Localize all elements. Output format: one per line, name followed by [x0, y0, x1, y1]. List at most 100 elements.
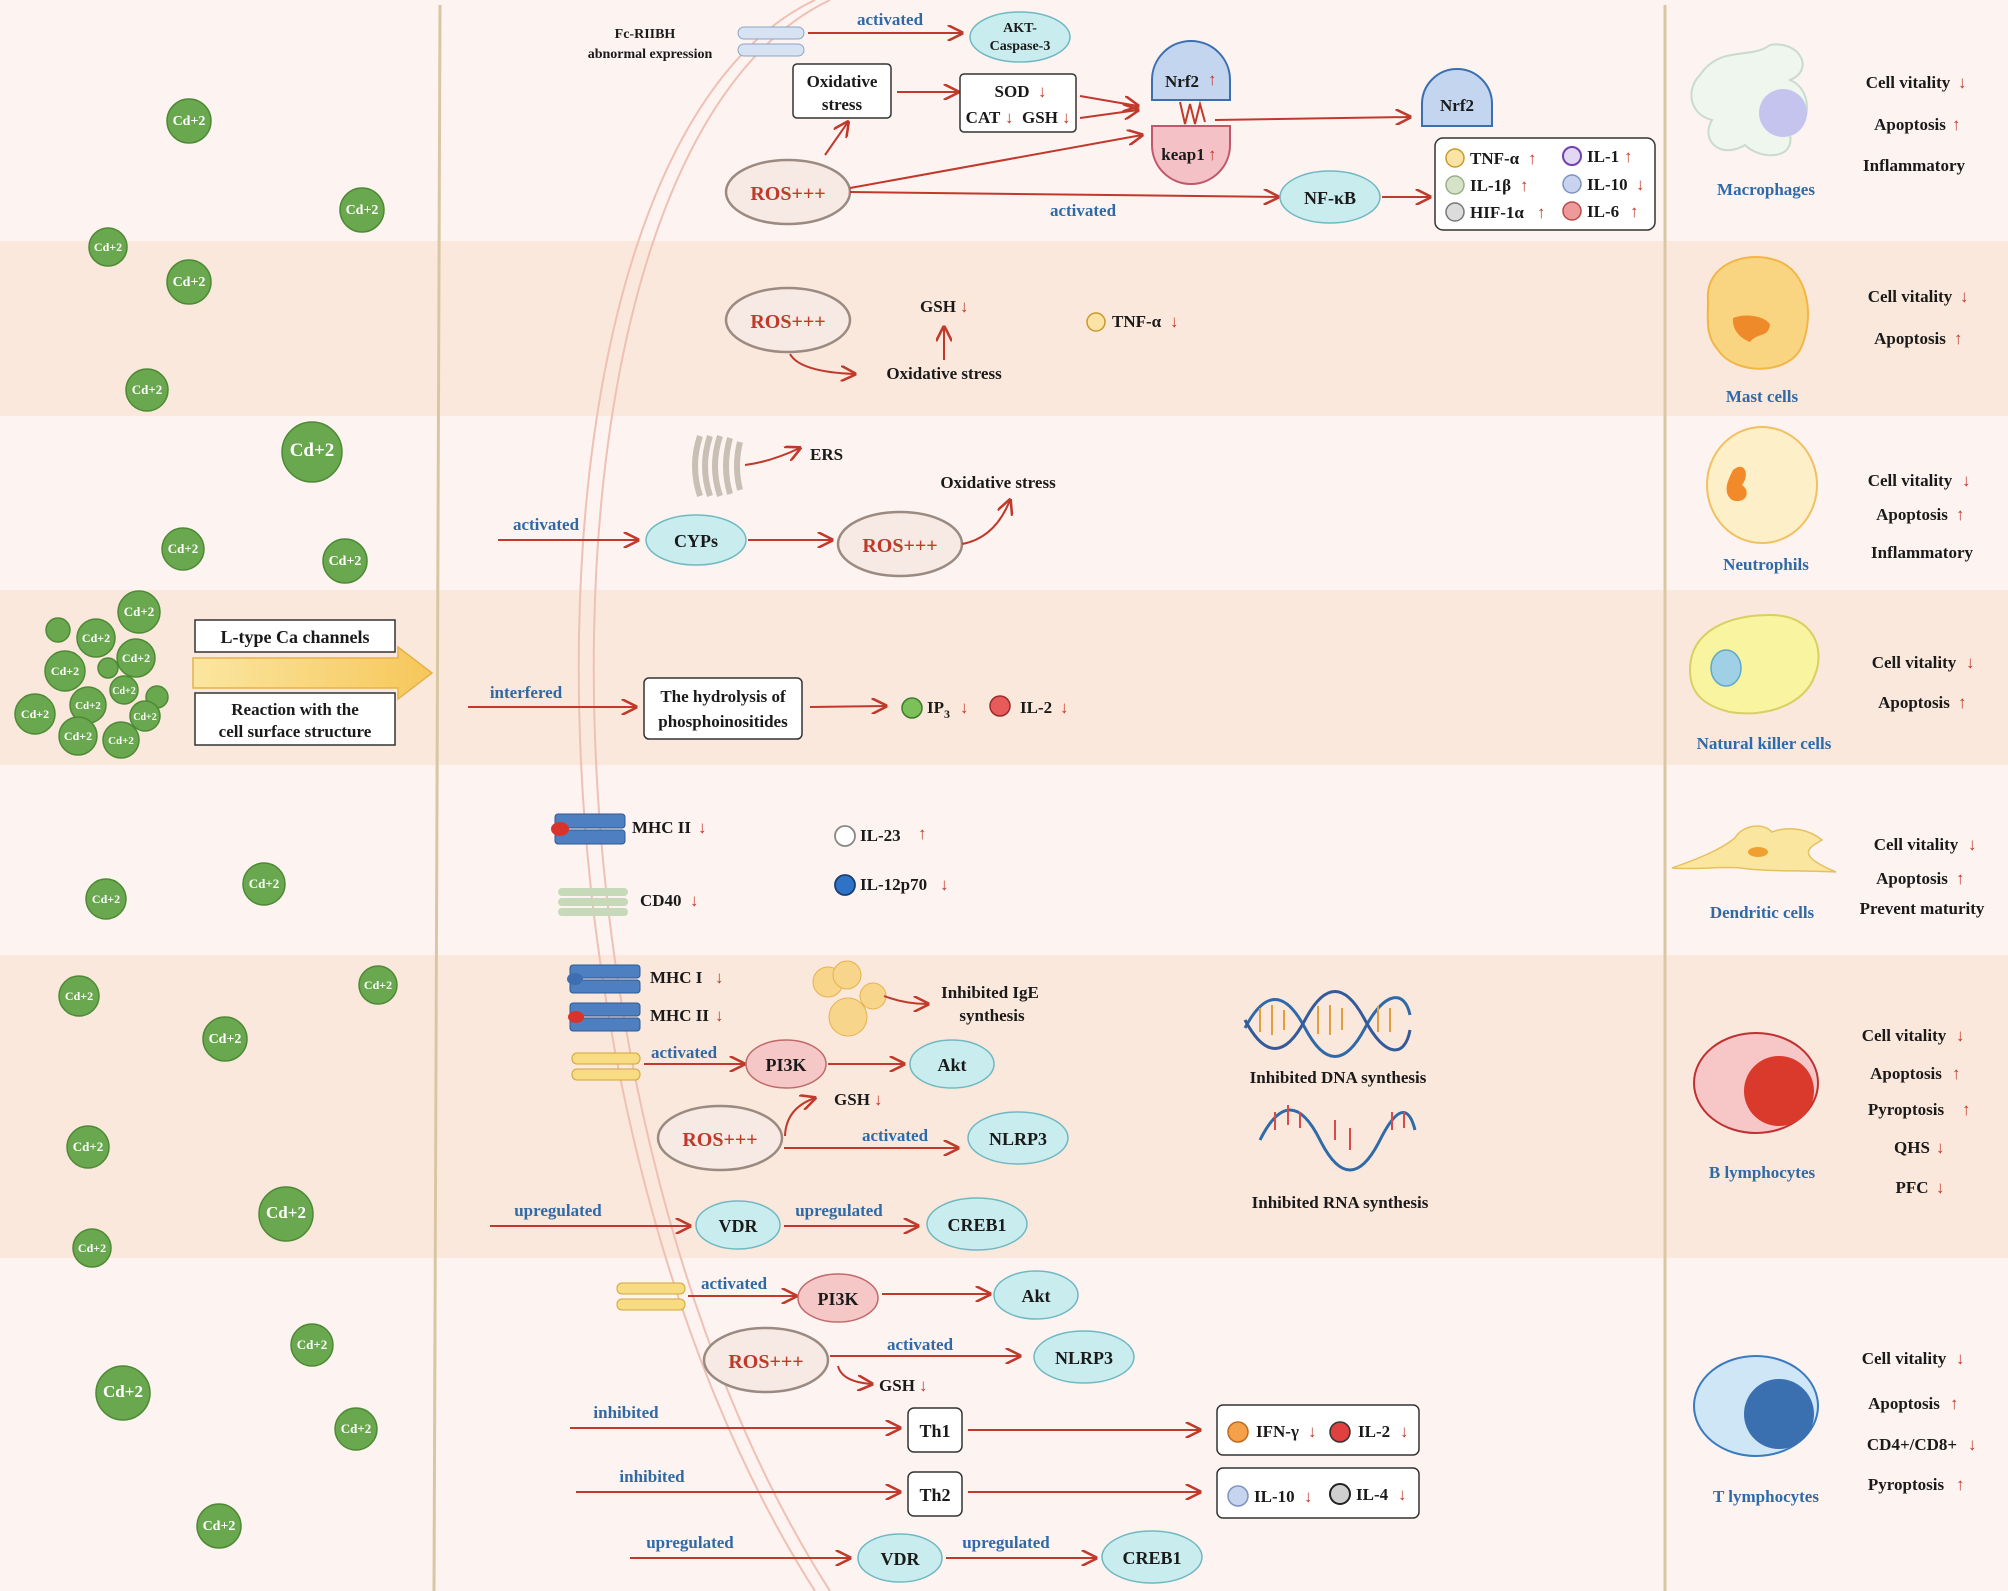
- gsh-down-t: ↓: [919, 1376, 928, 1395]
- il2-label-nk: IL-2: [1020, 698, 1052, 717]
- il12-dot: [834, 874, 856, 896]
- cadmium-particle: [97, 657, 119, 679]
- cadmium-label: Cd+2: [82, 631, 110, 645]
- cat-label: CAT: [966, 108, 1001, 127]
- cyt-tnf: TNF-α: [1470, 149, 1520, 168]
- cadmium-particle: [109, 675, 139, 705]
- b-cell-nucleus: [1744, 1056, 1814, 1126]
- ros-label-neut: ROS+++: [862, 535, 937, 557]
- channel-t-top: [616, 1282, 686, 1295]
- fc-receptor-top: [737, 26, 805, 40]
- cadmium-particle: [358, 965, 398, 1005]
- inhibited-label-th2: inhibited: [619, 1467, 685, 1486]
- b-effect-1-arrow: ↓: [1956, 1026, 1965, 1045]
- cadmium-label: Cd+2: [203, 1519, 236, 1534]
- gsh-down-b: ↓: [874, 1090, 883, 1109]
- tnf-down-mast: ↓: [1170, 312, 1179, 331]
- creb-label-b: CREB1: [947, 1215, 1006, 1235]
- cadmium-particle: [76, 618, 116, 658]
- activated-label-b-pi3k: activated: [651, 1043, 718, 1062]
- vdr-label-b: VDR: [719, 1216, 759, 1236]
- neut-effect-2-arrow: ↑: [1956, 505, 1965, 524]
- dna-label: Inhibited DNA synthesis: [1250, 1068, 1427, 1087]
- cat-down: ↓: [1005, 108, 1014, 127]
- cadmium-label: Cd+2: [168, 541, 199, 556]
- cadmium-label: Cd+2: [112, 686, 135, 697]
- cadmium-label: Cd+2: [346, 203, 379, 218]
- nlrp3-node-t: [1033, 1330, 1135, 1384]
- activated-label-nlrp3-b: activated: [862, 1126, 929, 1145]
- cadmium-particle: [44, 650, 86, 692]
- interfered-label: interfered: [490, 683, 563, 702]
- mhc2-dc-bottom: [554, 829, 626, 845]
- mhc2-b-top: [569, 1002, 641, 1017]
- il10-label-t: IL-10: [1254, 1487, 1295, 1506]
- cadmium-label: Cd+2: [65, 989, 93, 1003]
- th2-box: [907, 1471, 963, 1517]
- cyt-il1b: IL-1β: [1470, 176, 1511, 195]
- cytokine-box-mac: [1434, 137, 1656, 231]
- nk-nucleus: [1710, 649, 1742, 687]
- il1-dot: [1562, 146, 1582, 166]
- upregulated-label-t-1: upregulated: [646, 1533, 734, 1552]
- t-effect-1: Cell vitality: [1862, 1349, 1947, 1368]
- membrane-curve-outer: [577, 0, 816, 1591]
- ifn-down: ↓: [1308, 1422, 1317, 1441]
- b-effect-5-arrow: ↓: [1936, 1178, 1945, 1197]
- ip3-subscript: 3: [944, 707, 950, 721]
- mac-effect-2-arrow: ↑: [1952, 115, 1961, 134]
- cyt-il1: IL-1: [1587, 147, 1619, 166]
- il10-down-t: ↓: [1304, 1487, 1313, 1506]
- cadmium-particles: Cd+2Cd+2Cd+2Cd+2Cd+2Cd+2Cd+2Cd+2Cd+2Cd+2…: [14, 98, 398, 1549]
- creb-label-t: CREB1: [1122, 1548, 1181, 1568]
- arrow-cat-nrf2: [1079, 110, 1138, 118]
- ros-node-mast: [724, 286, 852, 354]
- nk-cell-icon: [1688, 613, 1820, 715]
- cadmium-particle: [116, 638, 156, 678]
- arrow-ros-keap1: [849, 135, 1142, 189]
- il2-down-nk: ↓: [1060, 698, 1069, 717]
- arrow-ros-ox-neut: [961, 500, 1010, 545]
- nrf2-up: ↑: [1208, 70, 1217, 89]
- activated-label-nlrp3-t: activated: [887, 1335, 954, 1354]
- hif-dot: [1445, 202, 1465, 222]
- cadmium-particle: [322, 538, 368, 584]
- il12-label: IL-12p70: [860, 875, 927, 894]
- dc-effect-3: Prevent maturity: [1860, 899, 1985, 918]
- il2-down-t: ↓: [1400, 1422, 1409, 1441]
- il2-label-t: IL-2: [1358, 1422, 1390, 1441]
- activated-label-nfkb: activated: [1050, 201, 1117, 220]
- il6-dot: [1562, 201, 1582, 221]
- neut-effect-3: Inflammatory: [1871, 543, 1973, 562]
- band-tcell: [0, 1258, 2008, 1591]
- cadmium-particle: [290, 1323, 334, 1367]
- cell-name-dendritic: Dendritic cells: [1710, 903, 1815, 922]
- l-type-label: L-type Ca channels: [220, 627, 369, 647]
- nrf2-free: [1421, 68, 1493, 127]
- nk-effect-1: Cell vitality: [1872, 653, 1957, 672]
- activated-label-akt: activated: [857, 10, 924, 29]
- il23-label: IL-23: [860, 826, 901, 845]
- b-effect-1: Cell vitality: [1862, 1026, 1947, 1045]
- tnf-dot: [1445, 148, 1465, 168]
- t-effect-2-arrow: ↑: [1950, 1394, 1959, 1413]
- cadmium-label: Cd+2: [64, 729, 92, 743]
- ox-label-neut: Oxidative stress: [940, 473, 1056, 492]
- gsh-label-t: GSH: [879, 1376, 915, 1395]
- ros-label-mast: ROS+++: [750, 311, 825, 333]
- arrow-ros-nfkb: [849, 192, 1278, 197]
- il4-dot: [1329, 1483, 1351, 1505]
- er-icon: [692, 435, 743, 497]
- cadmium-label: Cd+2: [51, 664, 79, 678]
- mhc2-down-b: ↓: [715, 1006, 724, 1025]
- cyt-il10: IL-10: [1587, 175, 1628, 194]
- cadmium-label: Cd+2: [75, 700, 101, 712]
- cadmium-particle: [202, 1016, 248, 1062]
- inhibited-label-th1: inhibited: [593, 1403, 659, 1422]
- t-effect-1-arrow: ↓: [1956, 1349, 1965, 1368]
- arrow-ros-gsh-b: [784, 1098, 815, 1137]
- ige-label-2: synthesis: [959, 1006, 1025, 1025]
- pi3k-label-t: PI3K: [817, 1289, 858, 1309]
- il2-dot-nk: [989, 695, 1011, 717]
- mac-effect-2: Apoptosis: [1874, 115, 1946, 134]
